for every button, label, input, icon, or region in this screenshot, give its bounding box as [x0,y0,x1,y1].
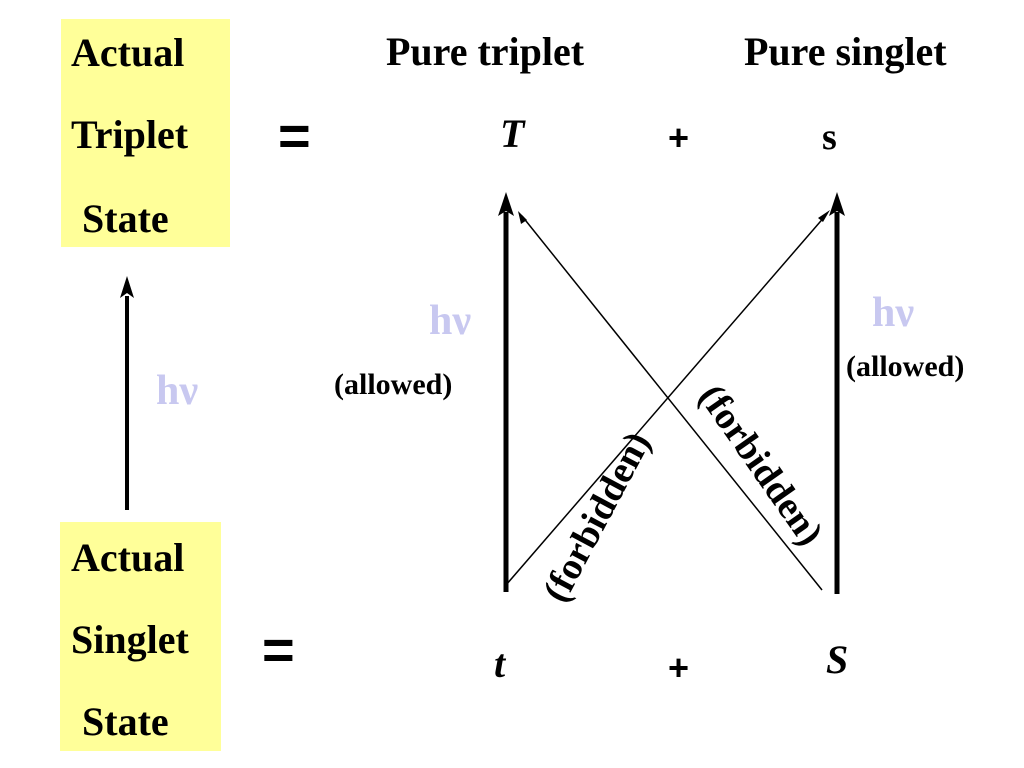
forbidden-arrow-to-singlet [505,214,827,586]
plus-sign-bottom: + [668,647,690,688]
allowed-label-singlet: (allowed) [846,350,965,383]
photon-label-singlet: hν [872,290,915,336]
singlet-box-line-1: Actual [71,535,185,580]
equals-sign-bottom: = [262,618,295,681]
forbidden-arrow-to-singlet-head [818,210,830,222]
lower-triplet-symbol: t [494,641,506,686]
excitation-arrow-head [120,276,134,298]
triplet-box-line-2: Triplet [71,112,189,157]
actual-triplet-state-box: Actual Triplet State [61,19,230,247]
singlet-allowed-head [829,192,845,216]
actual-singlet-state-box: Actual Singlet State [60,522,221,751]
lower-singlet-symbol: S [826,637,849,682]
equals-sign-top: = [278,104,311,167]
pure-triplet-header: Pure triplet [386,29,585,74]
allowed-label-triplet: (allowed) [334,368,453,401]
triplet-allowed-head [498,192,514,216]
photon-label-excitation: hν [156,368,199,414]
upper-triplet-symbol: T [500,111,525,156]
triplet-box-line-3: State [82,196,169,241]
singlet-box-line-2: Singlet [71,617,189,662]
pure-singlet-header: Pure singlet [744,29,947,74]
singlet-box-line-3: State [82,699,169,744]
photon-label-triplet: hν [429,298,472,344]
upper-singlet-symbol: s [822,116,837,158]
plus-sign-top: + [668,117,690,158]
forbidden-arrow-to-triplet [521,215,823,591]
forbidden-arrow-to-triplet-head [518,211,527,224]
triplet-box-line-1: Actual [71,30,185,75]
